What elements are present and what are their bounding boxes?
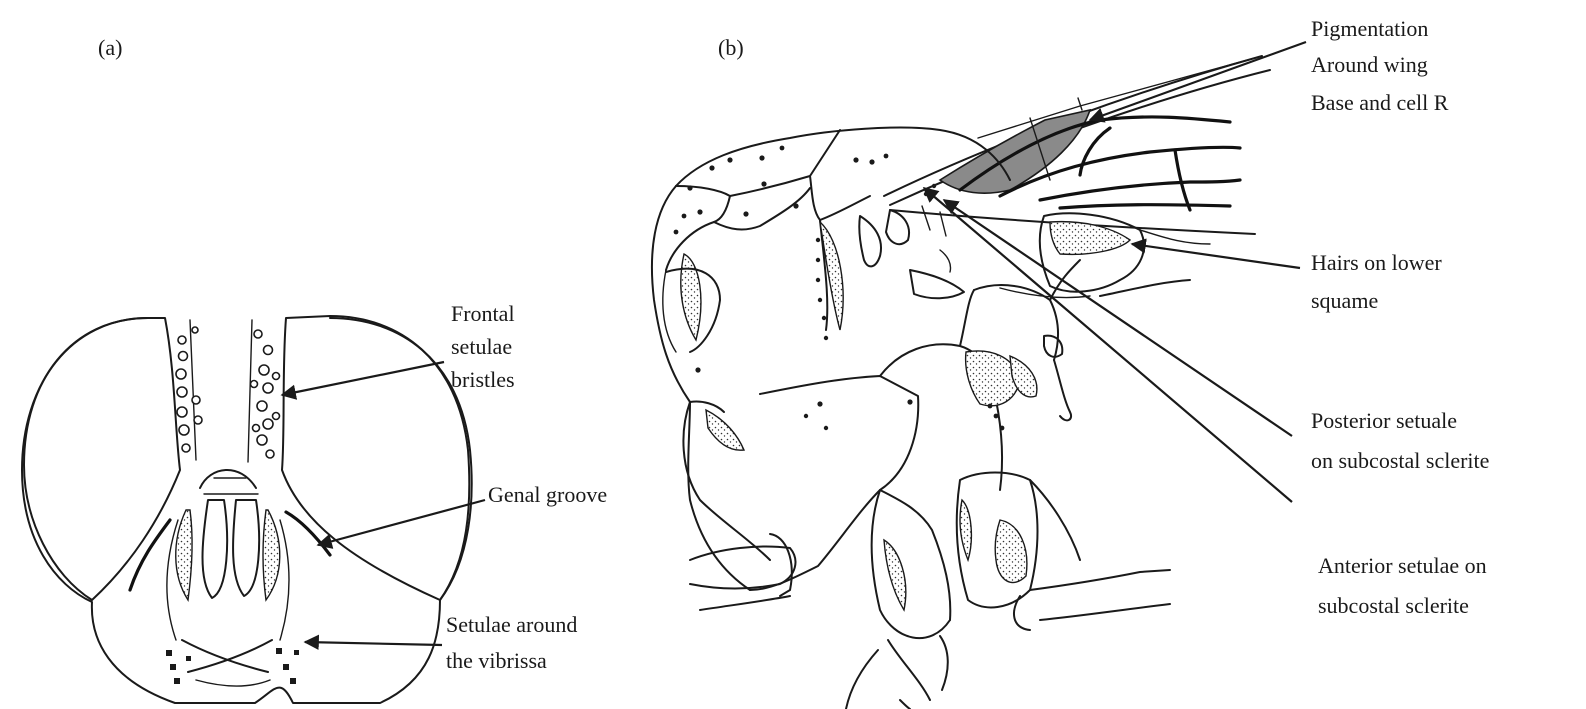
anterior-spiracle-stipple [681,254,701,340]
vibrissae [182,640,272,672]
hind-femur [1030,570,1170,620]
left-compound-eye [24,318,180,600]
left-antenna [203,500,228,598]
panel-b-thorax-lateral-view: (b) [652,16,1492,709]
frons-left-strip [190,320,196,460]
panel-b-label: (b) [718,35,744,60]
callout-genal: Genal groove [488,482,607,507]
arrow-genal-groove [318,500,485,545]
right-parafacial [280,520,289,640]
right-genal-groove [286,512,330,555]
panel-a-label: (a) [98,35,122,60]
vibrissal-setulae [166,648,299,684]
lunule [200,470,256,488]
mid-femur [888,636,948,700]
fore-femur [690,547,795,589]
arrow-pigmentation [1090,42,1306,120]
epistoma [196,680,270,686]
arrow-frontal-setulae [282,362,444,395]
callout-pigmentation: Pigmentation Around wing Base and cell R [1311,16,1449,115]
callout-squame: Hairs on lower squame [1311,250,1447,313]
frons-right-strip [248,320,252,462]
arrow-lower-squame-hairs [1132,244,1300,268]
left-parafacial [167,520,178,640]
wing-pigmentation [940,110,1090,193]
left-arista [176,510,192,600]
arrow-vibrissa [305,642,442,645]
right-arista [263,510,280,600]
mid-coxa [872,490,950,638]
callout-anterior: Anterior setulae on subcostal sclerite [1318,553,1492,618]
callout-posterior: Posterior setuale on subcostal sclerite [1311,408,1489,473]
right-antenna [233,500,259,596]
fore-coxa-stipple [706,410,744,450]
panel-a-head-frontal-view: (a) [22,35,607,703]
right-compound-eye [282,316,469,600]
callout-frontal: Frontal setulae bristles [451,301,520,392]
wing [884,56,1270,234]
mesopleuron-stipple [820,222,843,330]
callout-vibrissa: Setulae around the vibrissa [446,612,583,673]
